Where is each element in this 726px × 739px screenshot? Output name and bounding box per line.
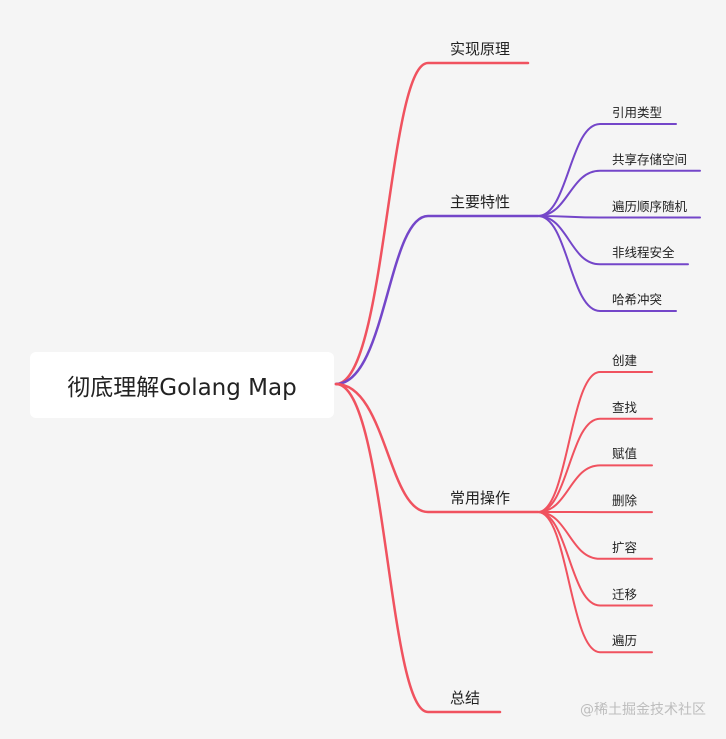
root-node-label: 彻底理解Golang Map [67, 375, 297, 401]
child-label[interactable]: 非线程安全 [612, 245, 675, 261]
child-connector [537, 417, 653, 513]
branch-label[interactable]: 实现原理 [450, 40, 511, 58]
child-connector [537, 464, 653, 513]
branch-connector [334, 382, 502, 714]
child-connector [537, 371, 653, 513]
child-connector [537, 215, 677, 312]
branch-connector [334, 382, 540, 514]
root-node[interactable]: 彻底理解Golang Map [30, 352, 334, 418]
child-connector [537, 511, 653, 654]
child-label[interactable]: 遍历顺序随机 [612, 198, 688, 214]
branch-label[interactable]: 主要特性 [450, 193, 511, 211]
child-label[interactable]: 遍历 [612, 633, 638, 649]
child-connector [537, 169, 701, 217]
child-label[interactable]: 删除 [612, 493, 638, 509]
child-label[interactable]: 哈希冲突 [612, 292, 663, 307]
child-label[interactable]: 共享存储空间 [612, 151, 688, 167]
child-label[interactable]: 查找 [612, 399, 638, 415]
watermark: @稀土掘金技术社区 [580, 702, 706, 718]
child-connector [537, 215, 701, 219]
child-label[interactable]: 迁移 [612, 586, 638, 602]
child-connector [537, 123, 677, 217]
branch-connector [334, 61, 530, 386]
child-label[interactable]: 赋值 [612, 446, 638, 462]
child-connector [537, 215, 689, 266]
child-connector [537, 511, 653, 560]
branch-connector [334, 214, 540, 386]
child-label[interactable]: 创建 [612, 353, 638, 368]
branch-label[interactable]: 总结 [450, 689, 481, 707]
child-connector [537, 511, 653, 607]
child-label[interactable]: 引用类型 [612, 105, 663, 120]
child-label[interactable]: 扩容 [612, 539, 638, 555]
branch-label[interactable]: 常用操作 [450, 489, 511, 507]
